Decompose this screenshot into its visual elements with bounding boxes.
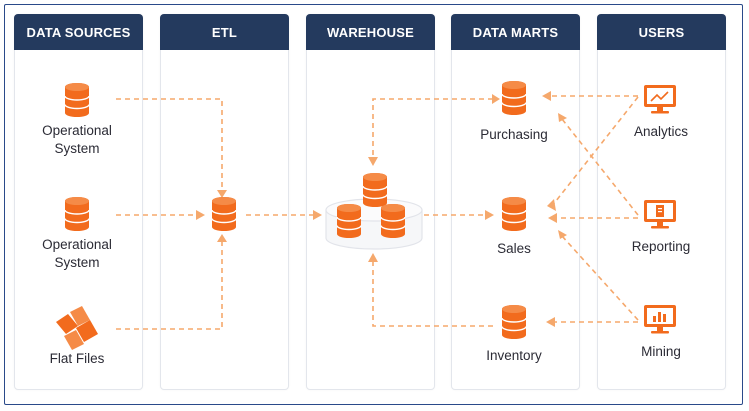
database-icon [336, 203, 362, 239]
column-header-data-marts: DATA MARTS [451, 14, 580, 50]
database-icon [64, 82, 90, 118]
source-label-line: Operational [42, 123, 112, 138]
column-header-users: USERS [597, 14, 726, 50]
user-label-reporting: Reporting [631, 239, 691, 254]
diagram-frame [4, 4, 743, 405]
arrowhead [547, 199, 556, 211]
monitor-report-icon [644, 200, 676, 229]
flow-line-mining-sales [561, 235, 639, 321]
arrowhead [217, 190, 227, 198]
monitor-bars-icon [644, 305, 676, 334]
arrowhead [558, 113, 567, 122]
mart-label-sales: Sales [497, 241, 531, 256]
column-warehouse: WAREHOUSE [306, 14, 435, 390]
user-label-mining: Mining [641, 344, 681, 359]
source-label-flat-files: Flat Files [49, 351, 105, 366]
mart-label-purchasing: Purchasing [480, 127, 548, 142]
source-label-line: Operational [42, 237, 112, 252]
arrowhead [368, 253, 378, 262]
database-icon [501, 80, 527, 116]
flow-line-inventory-warehouse [372, 261, 493, 327]
arrowhead [217, 234, 227, 242]
arrowhead [558, 230, 567, 239]
flow-lines [116, 91, 639, 330]
arrowhead [546, 317, 555, 327]
flow-line-reporting-purchasing [561, 118, 639, 216]
arrowhead [548, 213, 557, 223]
database-icon [501, 196, 527, 232]
flow-line-files-etl [116, 240, 223, 330]
arrowhead [313, 210, 322, 220]
database-icon [380, 203, 406, 239]
arrowhead [492, 94, 500, 104]
arrowhead [542, 91, 551, 101]
arrowhead [196, 210, 205, 220]
monitor-chart-icon [644, 85, 676, 114]
column-header-etl: ETL [160, 14, 289, 50]
column-header-warehouse: WAREHOUSE [306, 14, 435, 50]
source-label-operational-2: Operational System [17, 236, 137, 272]
user-label-analytics: Analytics [633, 124, 689, 139]
source-label-operational-1: Operational System [17, 122, 137, 158]
arrowhead [485, 210, 494, 220]
database-icon [362, 172, 388, 208]
arrowhead [368, 157, 378, 166]
mart-label-inventory: Inventory [486, 348, 542, 363]
flow-line-analytics-sales [551, 96, 639, 207]
database-icon [64, 196, 90, 232]
flat-files-icon [56, 306, 98, 350]
source-label-line: System [54, 255, 100, 270]
flow-line-warehouse-purchasing [372, 98, 493, 158]
column-header-data-sources: DATA SOURCES [14, 14, 143, 50]
source-label-line: System [54, 141, 100, 156]
database-icon [501, 304, 527, 340]
database-icon [211, 196, 237, 232]
